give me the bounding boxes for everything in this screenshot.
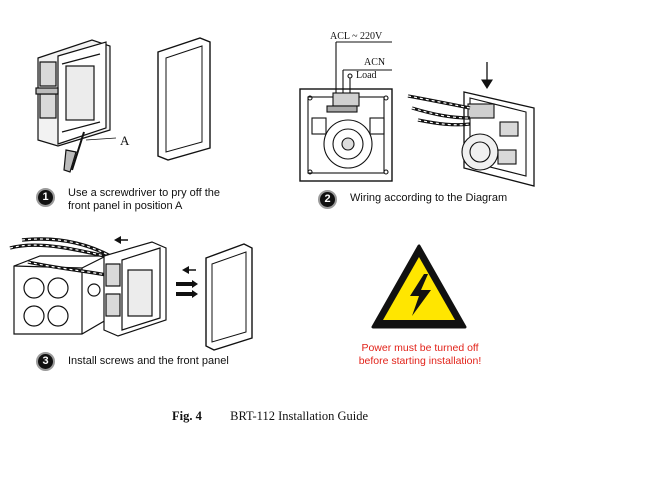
step3-dimmer-body <box>103 241 167 337</box>
warning-line-1: Power must be turned off <box>361 342 479 354</box>
screwdriver-icon <box>63 131 85 173</box>
step-2-badge: 2 <box>318 190 337 209</box>
step-3-badge: 3 <box>36 352 55 371</box>
high-voltage-warning-icon <box>371 244 467 329</box>
warning-text: Power must be turned off before starting… <box>344 342 496 368</box>
step-3-text: Install screws and the front panel <box>68 355 229 367</box>
callout-label-a: A <box>120 133 130 148</box>
step-1-text: Use a screwdriver to pry off the front p… <box>68 187 220 213</box>
wiring-diagram-back-view <box>299 41 393 182</box>
junction-box <box>13 255 107 335</box>
screws-icon <box>176 266 198 298</box>
step-1-badge: 1 <box>36 188 55 207</box>
step-2-text: Wiring according to the Diagram <box>350 192 508 204</box>
step-1-line-2: front panel in position A <box>68 200 183 212</box>
step1-dimmer-body <box>35 39 111 147</box>
figure-label: Fig. 4 <box>172 409 202 423</box>
figure-title: BRT-112 Installation Guide <box>230 409 369 423</box>
label-acl: ACL ~ 220V <box>330 31 383 42</box>
step-1-line-1: Use a screwdriver to pry off the <box>68 187 221 199</box>
arrow-icon <box>114 236 128 244</box>
step1-front-panel <box>157 37 211 161</box>
label-load: Load <box>356 70 377 81</box>
figure-caption: Fig. 4 BRT-112 Installation Guide <box>172 409 368 424</box>
callout-leader-line <box>85 137 117 141</box>
label-acn: ACN <box>364 57 386 68</box>
warning-line-2: before starting installation! <box>358 355 482 367</box>
step3-front-panel <box>205 243 253 351</box>
wired-dimmer-angled-view <box>407 62 535 187</box>
